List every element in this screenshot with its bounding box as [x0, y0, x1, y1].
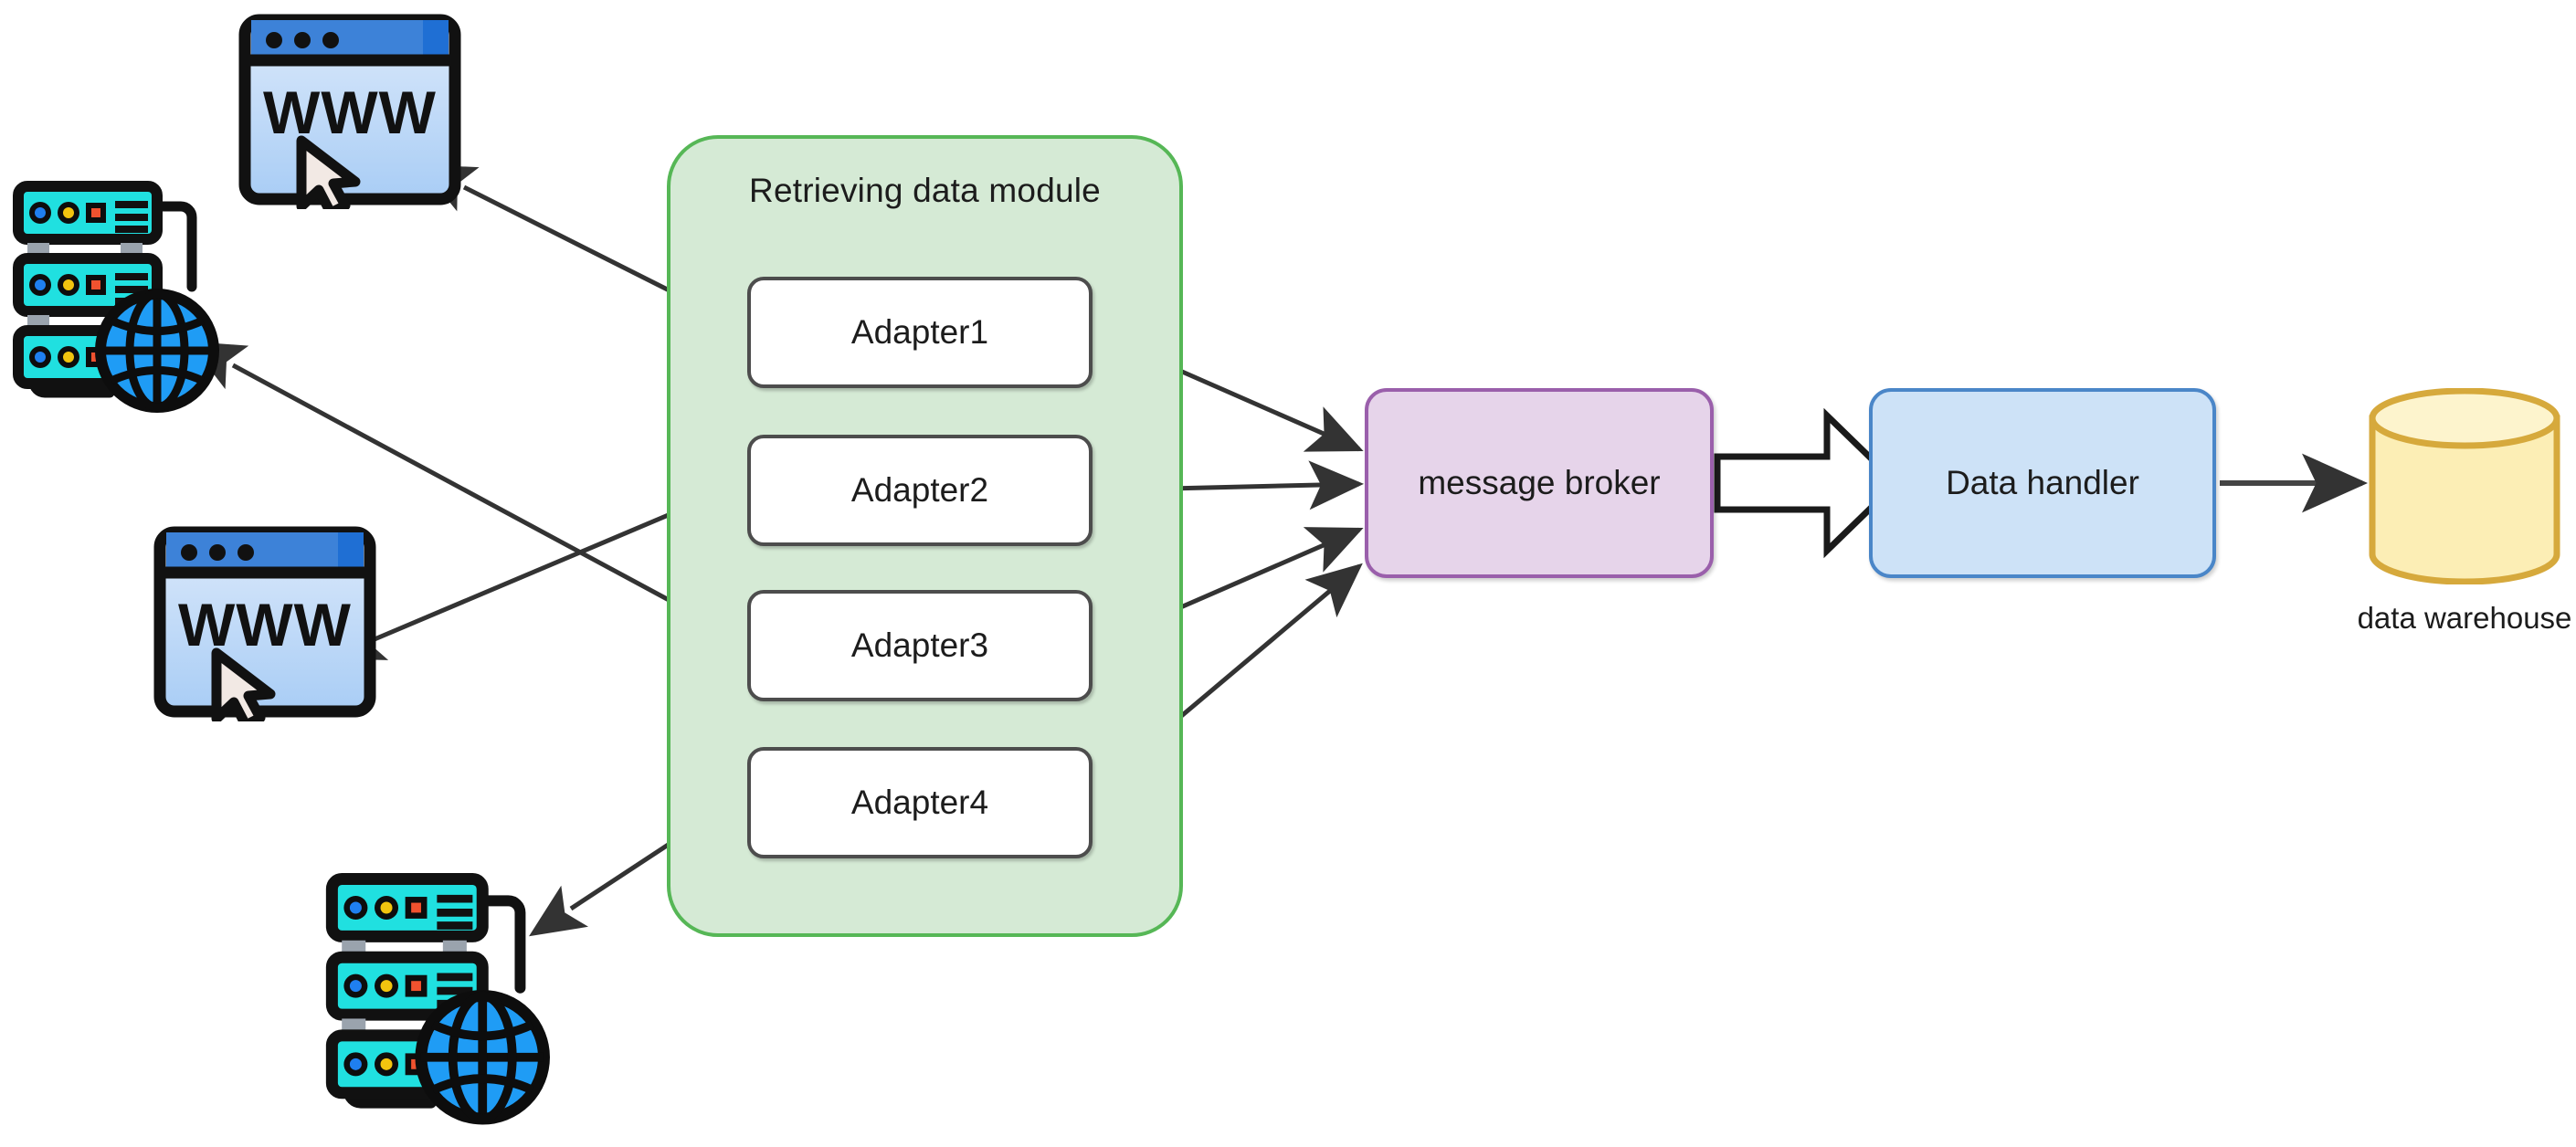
web-browser-icon[interactable]: WWW — [236, 13, 464, 209]
adapter-label-1: Adapter1 — [850, 313, 989, 351]
adapter-box-2[interactable]: Adapter2 — [747, 435, 1093, 546]
message-broker-label: message broker — [1418, 464, 1661, 501]
web-browser-icon[interactable]: WWW — [151, 525, 379, 721]
svg-text:WWW: WWW — [178, 591, 352, 658]
server-globe-icon[interactable] — [2, 170, 221, 418]
message-broker-box[interactable]: message broker — [1365, 388, 1714, 578]
module-title: Retrieving data module — [749, 172, 1101, 209]
server-globe-icon[interactable] — [311, 861, 555, 1131]
svg-text:WWW: WWW — [263, 79, 437, 146]
data-handler-label: Data handler — [1946, 464, 2139, 501]
data-warehouse-cylinder[interactable] — [2368, 388, 2561, 584]
adapter-box-4[interactable]: Adapter4 — [747, 747, 1093, 858]
adapter-label-4: Adapter4 — [850, 784, 989, 821]
data-warehouse-label: data warehouse — [2357, 601, 2572, 635]
adapter-box-3[interactable]: Adapter3 — [747, 590, 1093, 701]
adapter-label-2: Adapter2 — [850, 471, 989, 509]
adapter-label-3: Adapter3 — [850, 626, 989, 664]
adapter-box-1[interactable]: Adapter1 — [747, 277, 1093, 388]
data-handler-box[interactable]: Data handler — [1869, 388, 2216, 578]
